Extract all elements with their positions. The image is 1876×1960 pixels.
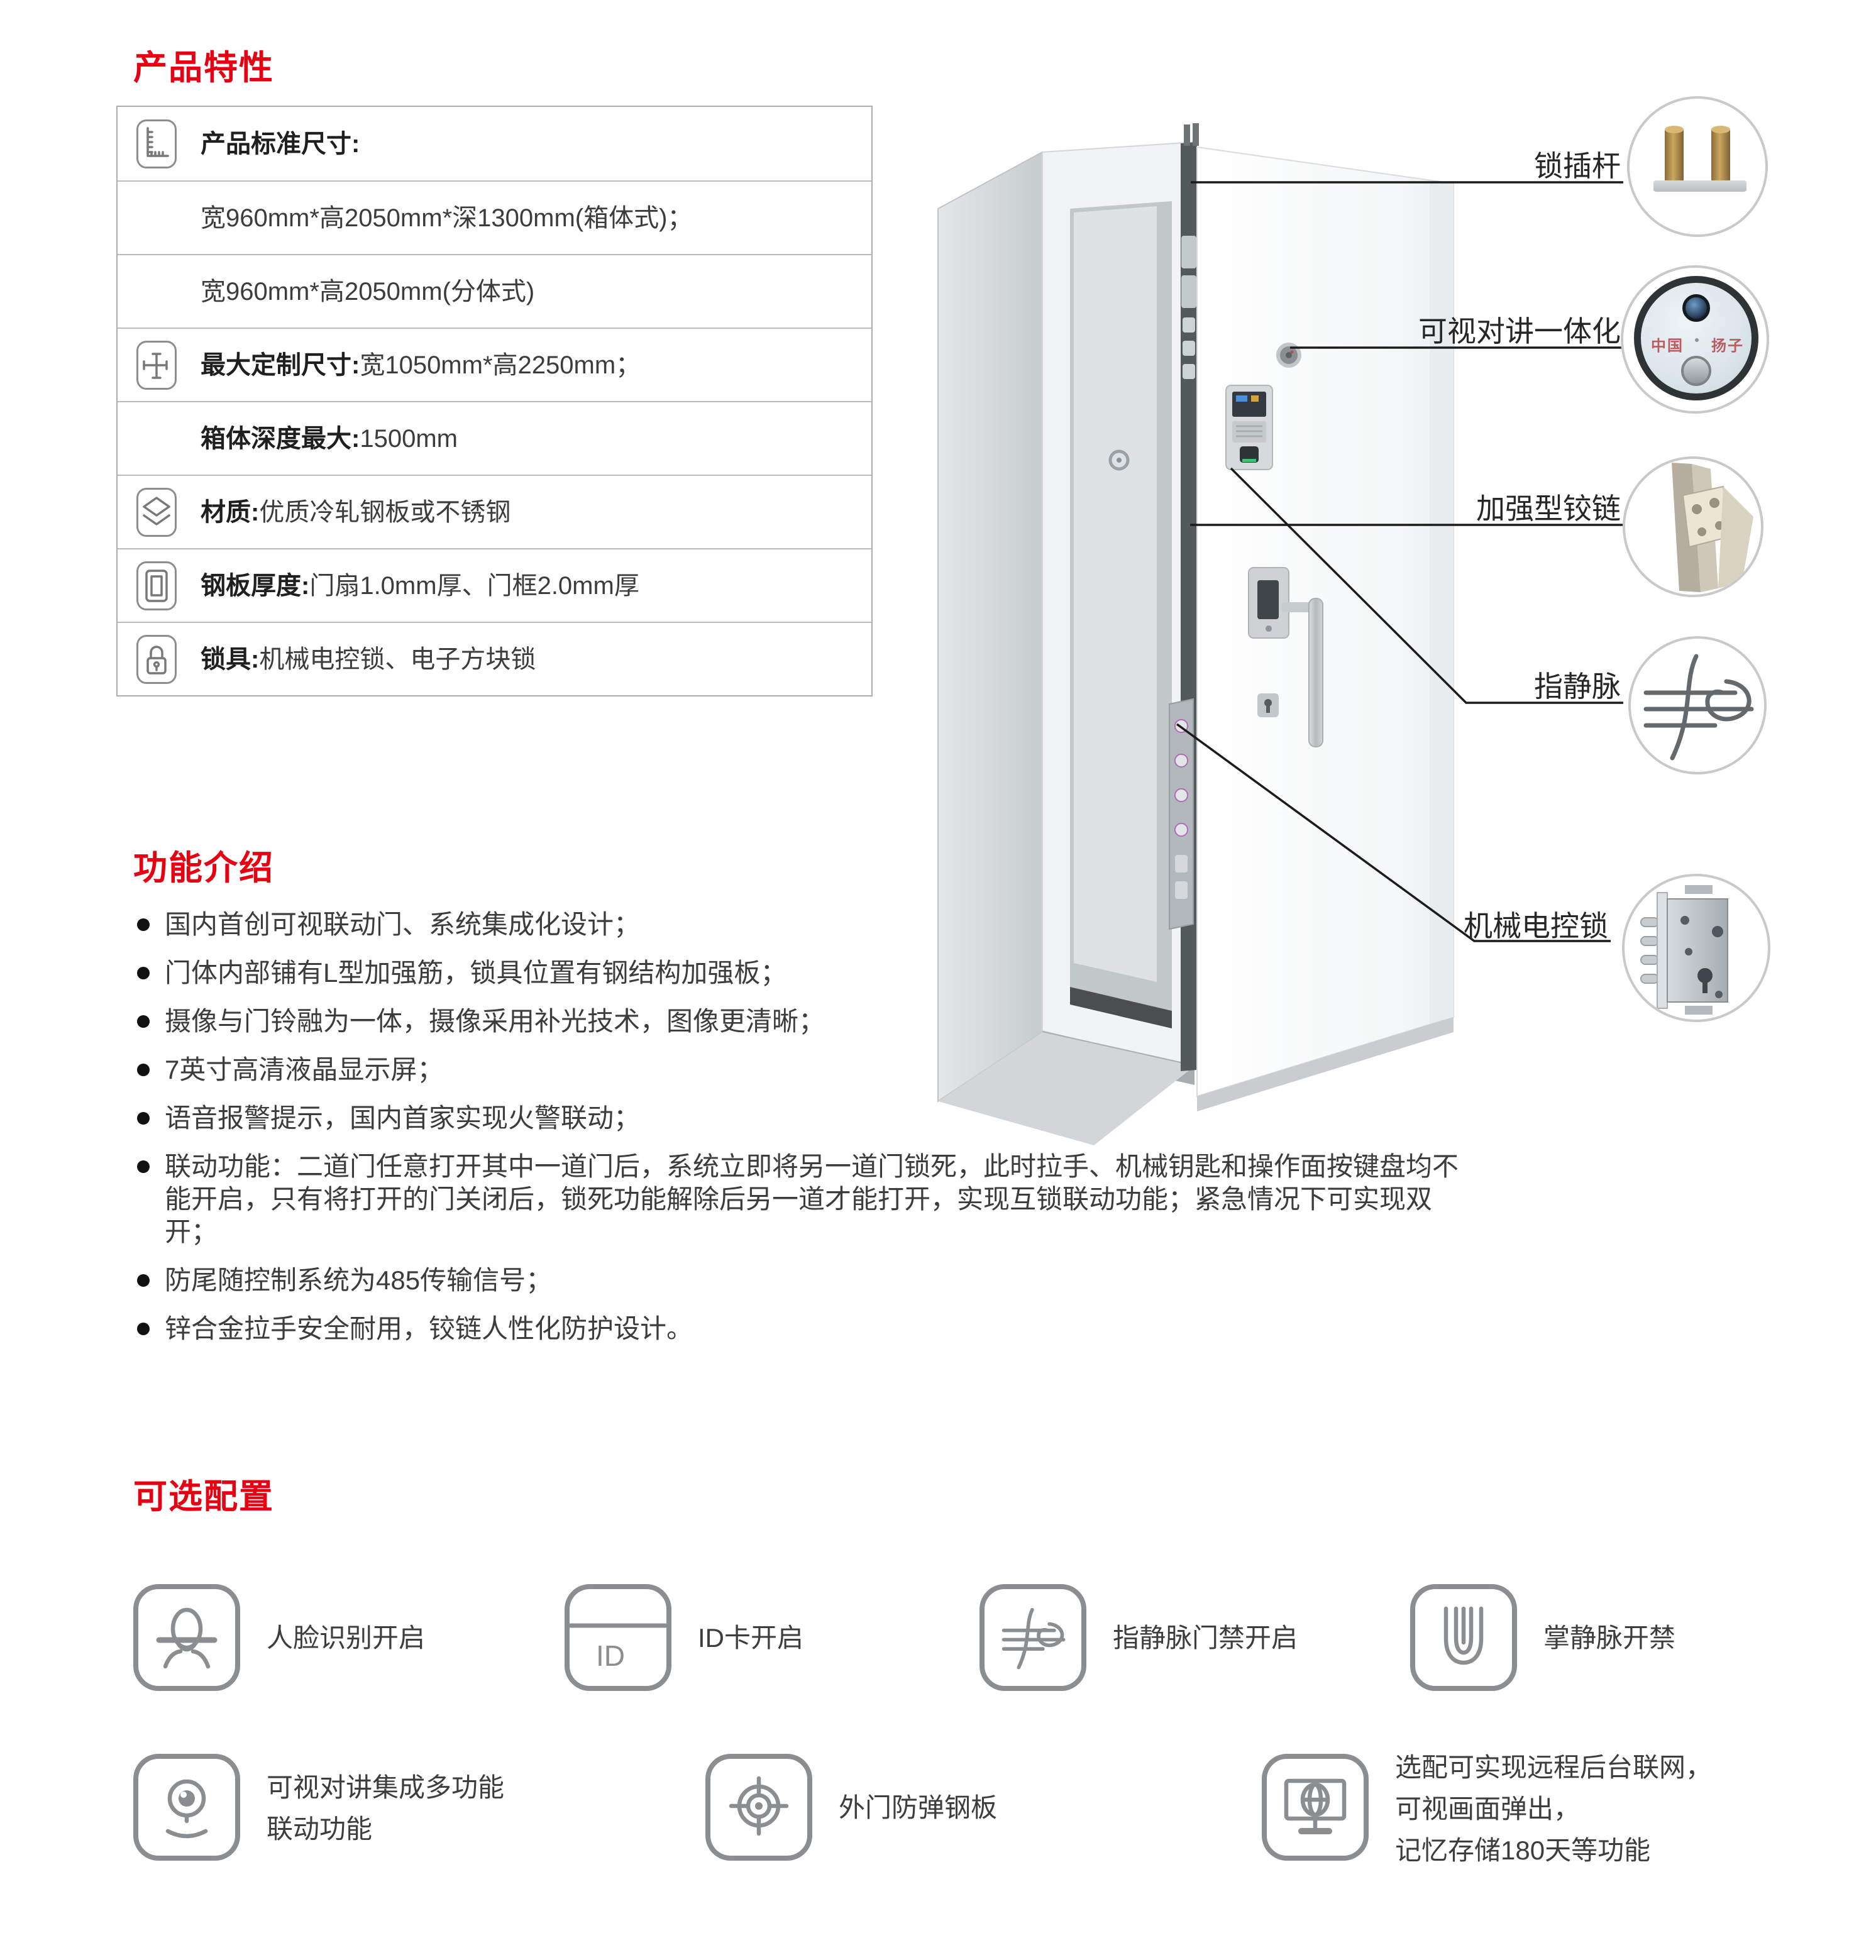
list-item: 摄像与门铃融为一体，摄像采用补光技术，图像更清晰； — [132, 1005, 1477, 1038]
webcam-icon — [133, 1754, 240, 1861]
opening-threshold — [1070, 987, 1172, 1028]
inner-door — [1074, 206, 1157, 982]
finger-vein-icon — [979, 1584, 1086, 1691]
dimension-icon — [136, 340, 177, 390]
lock-pin-top — [1193, 123, 1199, 146]
list-item: 防尾随控制系统为485传输信号； — [132, 1264, 1477, 1297]
callout-photo-intercom: 中国 扬子 — [1621, 265, 1769, 414]
callout-label-intercom: 可视对讲一体化 — [1418, 315, 1621, 348]
bullet-dot — [137, 1064, 150, 1076]
row-value: 优质冷轧钢板或不锈钢 — [259, 498, 511, 526]
intercom-plate: 中国 扬子 — [1634, 276, 1758, 400]
bullet-dot — [137, 918, 150, 931]
bullet-dot — [137, 1112, 150, 1125]
option-label: 人脸识别开启 — [267, 1623, 426, 1653]
row-value: 宽960mm*高2050mm*深1300mm(箱体式)； — [201, 204, 693, 232]
table-row: 最大定制尺寸:宽1050mm*高2250mm； — [118, 328, 871, 401]
finger-vein-slot — [1240, 446, 1259, 463]
callout-photo-lock-body — [1622, 874, 1770, 1022]
lock-pin-top — [1184, 124, 1190, 146]
row-label: 锁具: — [201, 645, 260, 673]
door-leaf-bottom-edge — [1197, 1017, 1454, 1111]
bullet-dot — [137, 967, 150, 979]
door-icon — [136, 561, 177, 610]
callout-label-hinge: 加强型铰链 — [1476, 492, 1621, 525]
monitor-icon — [1262, 1754, 1369, 1861]
row-value: 宽1050mm*高2250mm； — [360, 351, 641, 379]
intercom-brand-right: 扬子 — [1711, 338, 1744, 355]
intercom-brand-left: 中国 — [1651, 338, 1684, 355]
cabinet-floor — [938, 1032, 1195, 1145]
list-item: 7英寸高清液晶显示屏； — [132, 1054, 1477, 1086]
callout-photo-lock-pins — [1627, 96, 1768, 237]
target-icon — [705, 1754, 812, 1861]
door-handle — [1308, 598, 1323, 747]
features-title: 产品特性 — [133, 49, 274, 87]
layers-icon — [136, 487, 177, 537]
list-item: 门体内部铺有L型加强筋，锁具位置有钢结构加强板； — [132, 957, 1477, 989]
option-label: 可视对讲集成多功能 联动功能 — [267, 1773, 505, 1844]
callout-icon-finger-vein — [1628, 636, 1767, 774]
table-row: 箱体深度最大:1500mm — [118, 401, 871, 475]
table-row: 材质:优质冷轧钢板或不锈钢 — [118, 475, 871, 548]
callout-photo-hinge — [1623, 456, 1763, 597]
option-label: 指静脉门禁开启 — [1113, 1623, 1298, 1653]
options-title: 可选配置 — [133, 1478, 274, 1516]
functions-title: 功能介绍 — [133, 849, 274, 887]
bullet-dot — [137, 1323, 150, 1335]
bullet-dot — [137, 1274, 150, 1287]
list-item: 联动功能：二道门任意打开其中一道门后，系统立即将另一道门锁死，此时拉手、机械钥匙… — [132, 1150, 1477, 1248]
row-value: 机械电控锁、电子方块锁 — [259, 645, 536, 673]
svg-text:ID: ID — [596, 1639, 625, 1672]
table-row: 产品标准尺寸: — [118, 107, 871, 180]
lock-icon — [136, 634, 177, 684]
table-row: 锁具:机械电控锁、电子方块锁 — [118, 622, 871, 695]
list-item: 锌合金拉手安全耐用，铰链人性化防护设计。 — [132, 1313, 1477, 1345]
row-value: 宽960mm*高2050mm(分体式) — [201, 277, 535, 306]
spec-table: 产品标准尺寸: 宽960mm*高2050mm*深1300mm(箱体式)； 宽96… — [116, 106, 873, 696]
row-label: 钢板厚度: — [201, 571, 310, 600]
row-label: 产品标准尺寸: — [201, 129, 360, 158]
id-card-icon: ID — [565, 1584, 671, 1691]
palm-vein-icon — [1410, 1584, 1517, 1691]
table-row: 宽960mm*高2050mm(分体式) — [118, 254, 871, 328]
table-row: 宽960mm*高2050mm*深1300mm(箱体式)； — [118, 180, 871, 254]
intercom-button — [1681, 356, 1711, 386]
ruler-icon — [136, 119, 177, 168]
inner-door-knob — [1108, 449, 1130, 471]
option-label: ID卡开启 — [698, 1623, 804, 1653]
face-recognition-icon — [133, 1584, 240, 1691]
bullet-dot — [137, 1015, 150, 1028]
row-label: 箱体深度最大: — [201, 424, 360, 453]
option-label: 外门防弹钢板 — [839, 1793, 998, 1822]
list-item: 国内首创可视联动门、系统集成化设计； — [132, 908, 1477, 941]
list-item: 语音报警提示，国内首家实现火警联动； — [132, 1102, 1477, 1135]
callout-label-lock-pin: 锁插杆 — [1534, 150, 1621, 182]
callout-label-lock-body: 机械电控锁 — [1464, 910, 1608, 942]
option-label: 选配可实现远程后台联网， 可视画面弹出， 记忆存储180天等功能 — [1395, 1753, 1713, 1865]
row-value: 1500mm — [360, 424, 458, 453]
functions-list: 国内首创可视联动门、系统集成化设计； 门体内部铺有L型加强筋，锁具位置有钢结构加… — [132, 908, 1503, 1361]
callout-label-finger-vein: 指静脉 — [1534, 670, 1621, 703]
intercom-camera-lens — [1682, 294, 1710, 322]
row-label: 材质: — [201, 498, 260, 526]
row-value: 门扇1.0mm厚、门框2.0mm厚 — [309, 571, 639, 600]
row-label: 最大定制尺寸: — [201, 351, 360, 379]
option-label: 掌静脉开禁 — [1543, 1623, 1676, 1653]
table-row: 钢板厚度:门扇1.0mm厚、门框2.0mm厚 — [118, 548, 871, 622]
door-leaf-bevel — [1430, 181, 1454, 1023]
bullet-dot — [137, 1160, 150, 1173]
